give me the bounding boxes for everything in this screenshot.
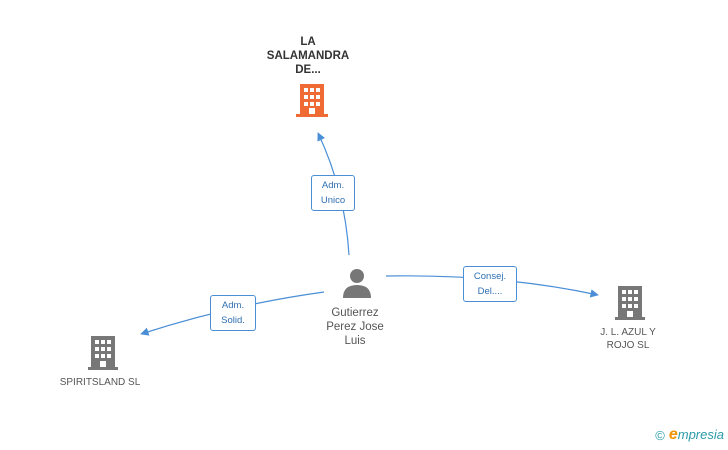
company-right-label-line-1: J. L. AZUL Y bbox=[600, 327, 656, 338]
edge-label-to-right-line-1: Consej. bbox=[473, 271, 507, 282]
edge-label-to-left-line-2: Solid. bbox=[221, 315, 245, 326]
edge-label-to-focus-line-1: Adm. bbox=[321, 180, 345, 191]
empresia-logo-text: mpresia bbox=[677, 427, 724, 442]
person-icon[interactable] bbox=[343, 269, 371, 298]
copyright-symbol: © bbox=[655, 427, 665, 443]
focus-label-line-1: LA bbox=[300, 36, 316, 48]
person-label[interactable]: Gutierrez Perez Jose Luis bbox=[309, 306, 401, 348]
company-right-building-icon[interactable] bbox=[615, 286, 645, 320]
edge-label-to-focus[interactable]: Adm. Unico bbox=[311, 175, 355, 211]
person-label-line-1: Gutierrez bbox=[331, 307, 379, 319]
focus-building-icon[interactable] bbox=[296, 84, 328, 117]
focus-label-line-3: DE... bbox=[295, 64, 321, 76]
person-label-line-2: Perez Jose bbox=[326, 321, 384, 333]
empresia-watermark: © empresia bbox=[655, 426, 724, 444]
edge-label-to-left[interactable]: Adm. Solid. bbox=[210, 295, 256, 331]
company-left-label[interactable]: SPIRITSLAND SL bbox=[45, 376, 155, 389]
empresia-logo-initial: e bbox=[668, 426, 678, 443]
focus-label-line-2: SALAMANDRA bbox=[266, 50, 350, 62]
person-label-line-3: Luis bbox=[344, 335, 366, 347]
company-left-label-line-1: SPIRITSLAND SL bbox=[59, 377, 141, 388]
company-left-building-icon[interactable] bbox=[88, 336, 118, 370]
edge-label-to-left-line-1: Adm. bbox=[221, 300, 245, 311]
edge-label-to-right[interactable]: Consej. Del.... bbox=[463, 266, 517, 302]
edge-label-to-right-line-2: Del.... bbox=[477, 286, 503, 297]
empresia-logo: empresia bbox=[669, 426, 724, 444]
company-right-label[interactable]: J. L. AZUL Y ROJO SL bbox=[578, 326, 678, 352]
edge-label-to-focus-line-2: Unico bbox=[320, 195, 346, 206]
company-right-label-line-2: ROJO SL bbox=[606, 340, 650, 351]
focus-company-label[interactable]: LA SALAMANDRA DE... bbox=[258, 35, 358, 77]
